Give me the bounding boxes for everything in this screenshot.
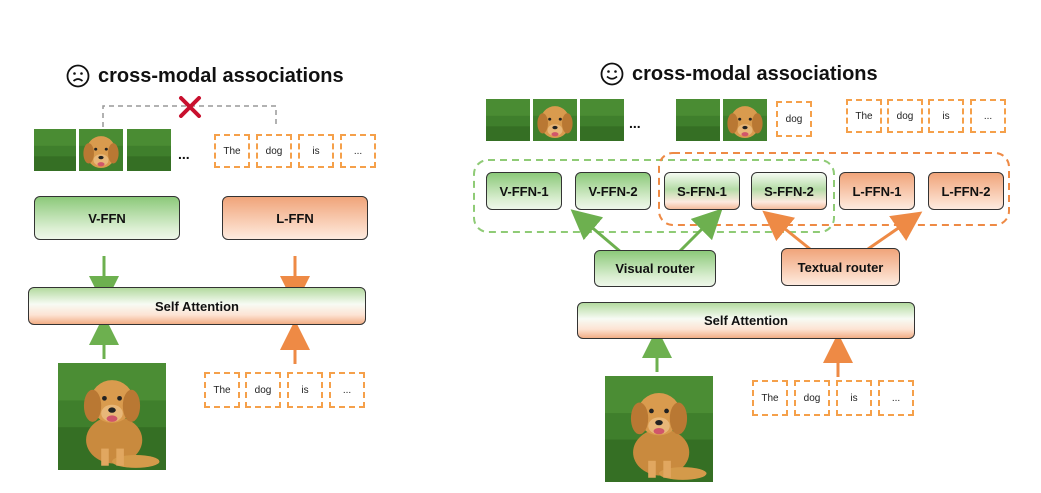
left-self-attention: Self Attention — [28, 287, 366, 325]
right-self-attention: Self Attention — [577, 302, 915, 339]
input-token-dog: dog — [245, 372, 281, 408]
right-token-the: The — [846, 99, 882, 133]
s-ffn-2-box: S-FFN-2 — [751, 172, 827, 210]
right-token-ellipsis: ... — [970, 99, 1006, 133]
right-input-image — [605, 376, 713, 482]
sad-face-icon — [66, 64, 90, 88]
token-the: The — [214, 134, 250, 168]
red-x-icon — [179, 96, 201, 118]
l-ffn-box: L-FFN — [222, 196, 368, 240]
right-patch-ellipsis: ... — [629, 115, 641, 131]
input-token-is: is — [287, 372, 323, 408]
v-ffn-1-box: V-FFN-1 — [486, 172, 562, 210]
v-ffn-box: V-FFN — [34, 196, 180, 240]
smile-face-icon — [600, 62, 624, 86]
l-ffn-2-box: L-FFN-2 — [928, 172, 1004, 210]
right-token-dog: dog — [887, 99, 923, 133]
input-token-ellipsis: ... — [329, 372, 365, 408]
right-token-is: is — [928, 99, 964, 133]
textual-router: Textual router — [781, 248, 900, 286]
right-input-token-the: The — [752, 380, 788, 416]
token-is: is — [298, 134, 334, 168]
right-mid-token-dog: dog — [776, 101, 812, 137]
visual-router: Visual router — [594, 250, 716, 287]
v-ffn-2-box: V-FFN-2 — [575, 172, 651, 210]
patch-ellipsis: ... — [178, 146, 190, 162]
s-ffn-1-box: S-FFN-1 — [664, 172, 740, 210]
l-ffn-1-box: L-FFN-1 — [839, 172, 915, 210]
right-input-token-dog: dog — [794, 380, 830, 416]
token-dog: dog — [256, 134, 292, 168]
token-ellipsis: ... — [340, 134, 376, 168]
right-title: cross-modal associations — [632, 63, 878, 85]
left-title: cross-modal associations — [98, 65, 344, 87]
right-input-token-ellipsis: ... — [878, 380, 914, 416]
input-token-the: The — [204, 372, 240, 408]
right-input-token-is: is — [836, 380, 872, 416]
